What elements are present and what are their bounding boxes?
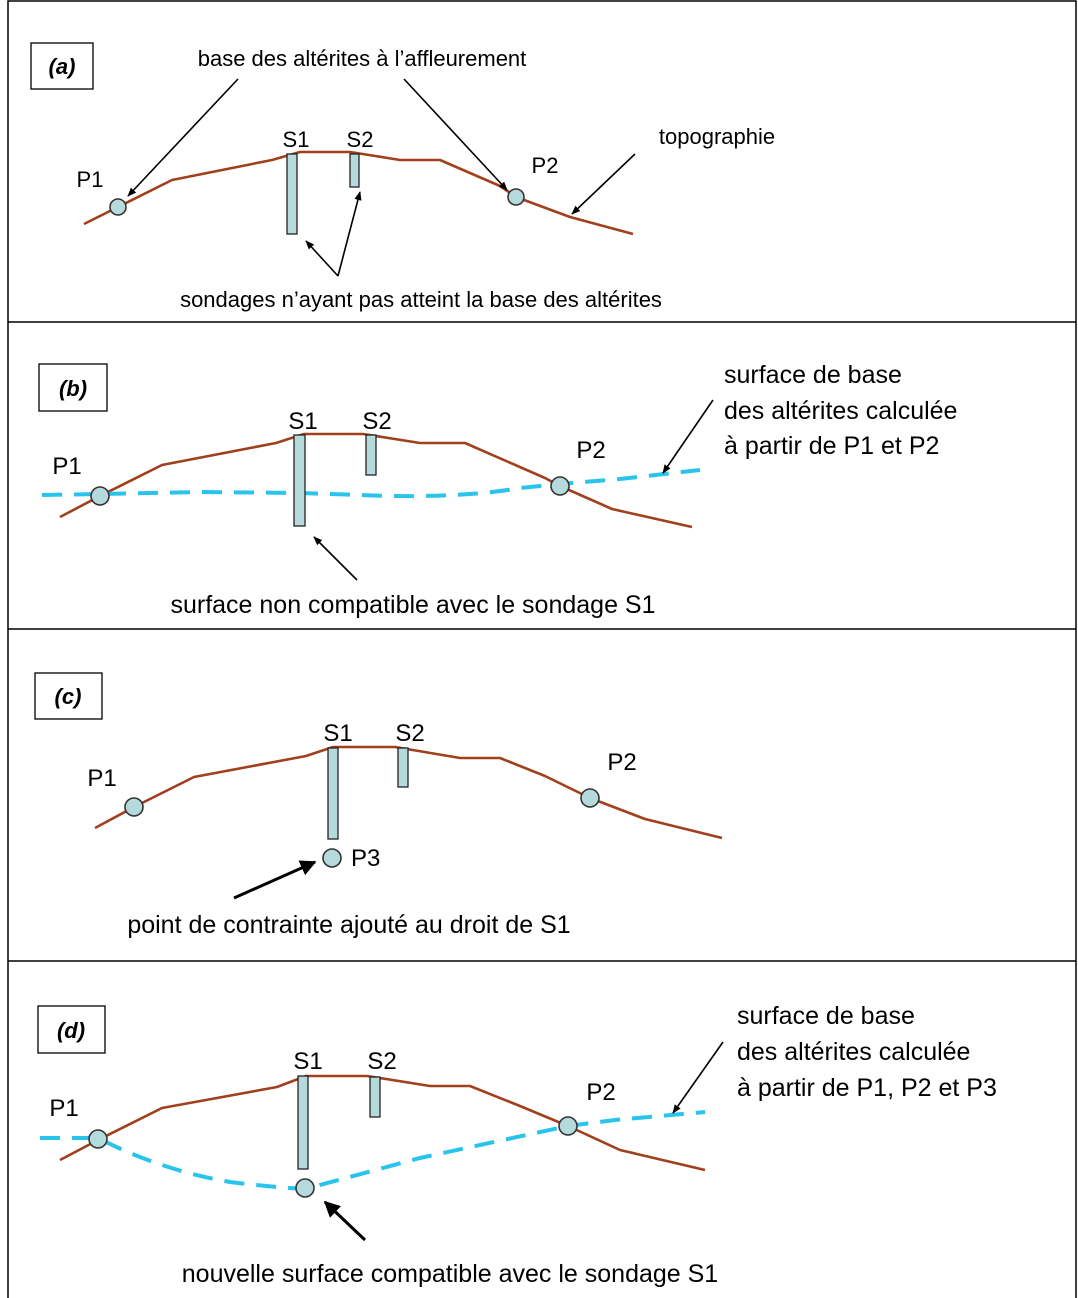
point-p1 [124, 797, 144, 817]
drill-s2-label: S2 [362, 408, 391, 435]
drill-s1-label: S1 [323, 720, 352, 747]
panel-tag-box [38, 363, 108, 412]
topography-line [94, 745, 723, 840]
panel-tag-box [30, 42, 94, 90]
drill-s2 [369, 1076, 381, 1118]
point-p3 [295, 1178, 315, 1198]
drill-s1-label: S1 [283, 127, 310, 152]
point-p1-label: P1 [52, 453, 81, 480]
point-p3-label: P3 [351, 845, 380, 872]
point-p1 [88, 1129, 108, 1149]
surface-label-line: des altérites calculée [737, 1038, 970, 1066]
arrow [571, 153, 636, 215]
drill-s1 [297, 1075, 309, 1170]
panel-tag-box [37, 1005, 106, 1054]
surface-label-line: surface de base [737, 1002, 915, 1030]
point-p1-label: P1 [49, 1095, 78, 1122]
arrow [403, 78, 508, 191]
surface-label-line: à partir de P1, P2 et P3 [737, 1074, 997, 1102]
drill-s2-label: S2 [347, 127, 374, 152]
surface-label-line: à partir de P1 et P2 [724, 432, 939, 460]
drill-note-label: sondages n’ayant pas atteint la base des… [180, 287, 662, 312]
panel-c: (c) point de contrainte ajouté au droit … [34, 672, 723, 939]
point-p2 [580, 788, 600, 808]
drill-s1 [293, 434, 306, 527]
point-p3 [322, 848, 342, 868]
point-p2-label: P2 [576, 437, 605, 464]
panel-a: (a) base des altérites à l’affleurement … [30, 42, 775, 312]
surface-label-line: des altérites calculée [724, 397, 957, 425]
point-p1 [90, 486, 110, 506]
drill-s1 [327, 747, 339, 840]
arrow [662, 399, 714, 474]
outcrop-label: base des altérites à l’affleurement [198, 46, 527, 71]
drill-s2 [365, 434, 377, 476]
point-p2 [550, 476, 570, 496]
drill-s1-label: S1 [288, 408, 317, 435]
compatible-label: nouvelle surface compatible avec le sond… [182, 1260, 718, 1288]
figure-frame [7, 0, 1077, 1298]
arrow [337, 191, 362, 277]
surface-label-line: surface de base [724, 361, 902, 389]
point-p2 [507, 188, 525, 206]
drill-s2-label: S2 [395, 720, 424, 747]
arrow [127, 78, 239, 197]
point-p2-label: P2 [607, 749, 636, 776]
drill-s2 [349, 153, 360, 188]
arrow [305, 240, 339, 277]
panel-tag-box [34, 672, 103, 720]
panel-tag: (b) [59, 376, 87, 401]
topography-label: topographie [659, 124, 775, 149]
arrow [313, 536, 358, 581]
panel-tag: (a) [49, 54, 76, 79]
point-p2-label: P2 [586, 1079, 615, 1106]
computed-surface [41, 468, 701, 499]
incompatible-label: surface non compatible avec le sondage S… [170, 591, 655, 619]
constraint-label: point de contrainte ajouté au droit de S… [127, 911, 570, 939]
panel-b: (b) surface de base des altérites calcul… [38, 361, 957, 619]
panel-tag: (c) [55, 684, 82, 709]
point-p1 [109, 198, 127, 216]
panel-d: (d) surface de base des altérites calcul… [37, 1002, 997, 1288]
topography-line [83, 150, 634, 236]
drill-s1-label: S1 [293, 1048, 322, 1075]
drill-s1 [286, 153, 298, 235]
point-p2 [558, 1116, 578, 1136]
point-p1-label: P1 [77, 167, 104, 192]
arrow [323, 1200, 367, 1242]
arrow [672, 1041, 724, 1114]
point-p1-label: P1 [87, 765, 116, 792]
arrow [233, 860, 317, 900]
point-p2-label: P2 [532, 153, 559, 178]
panel-tag: (d) [57, 1018, 85, 1043]
computed-surface [40, 1110, 706, 1192]
drill-s2-label: S2 [367, 1048, 396, 1075]
drill-s2 [397, 747, 409, 788]
